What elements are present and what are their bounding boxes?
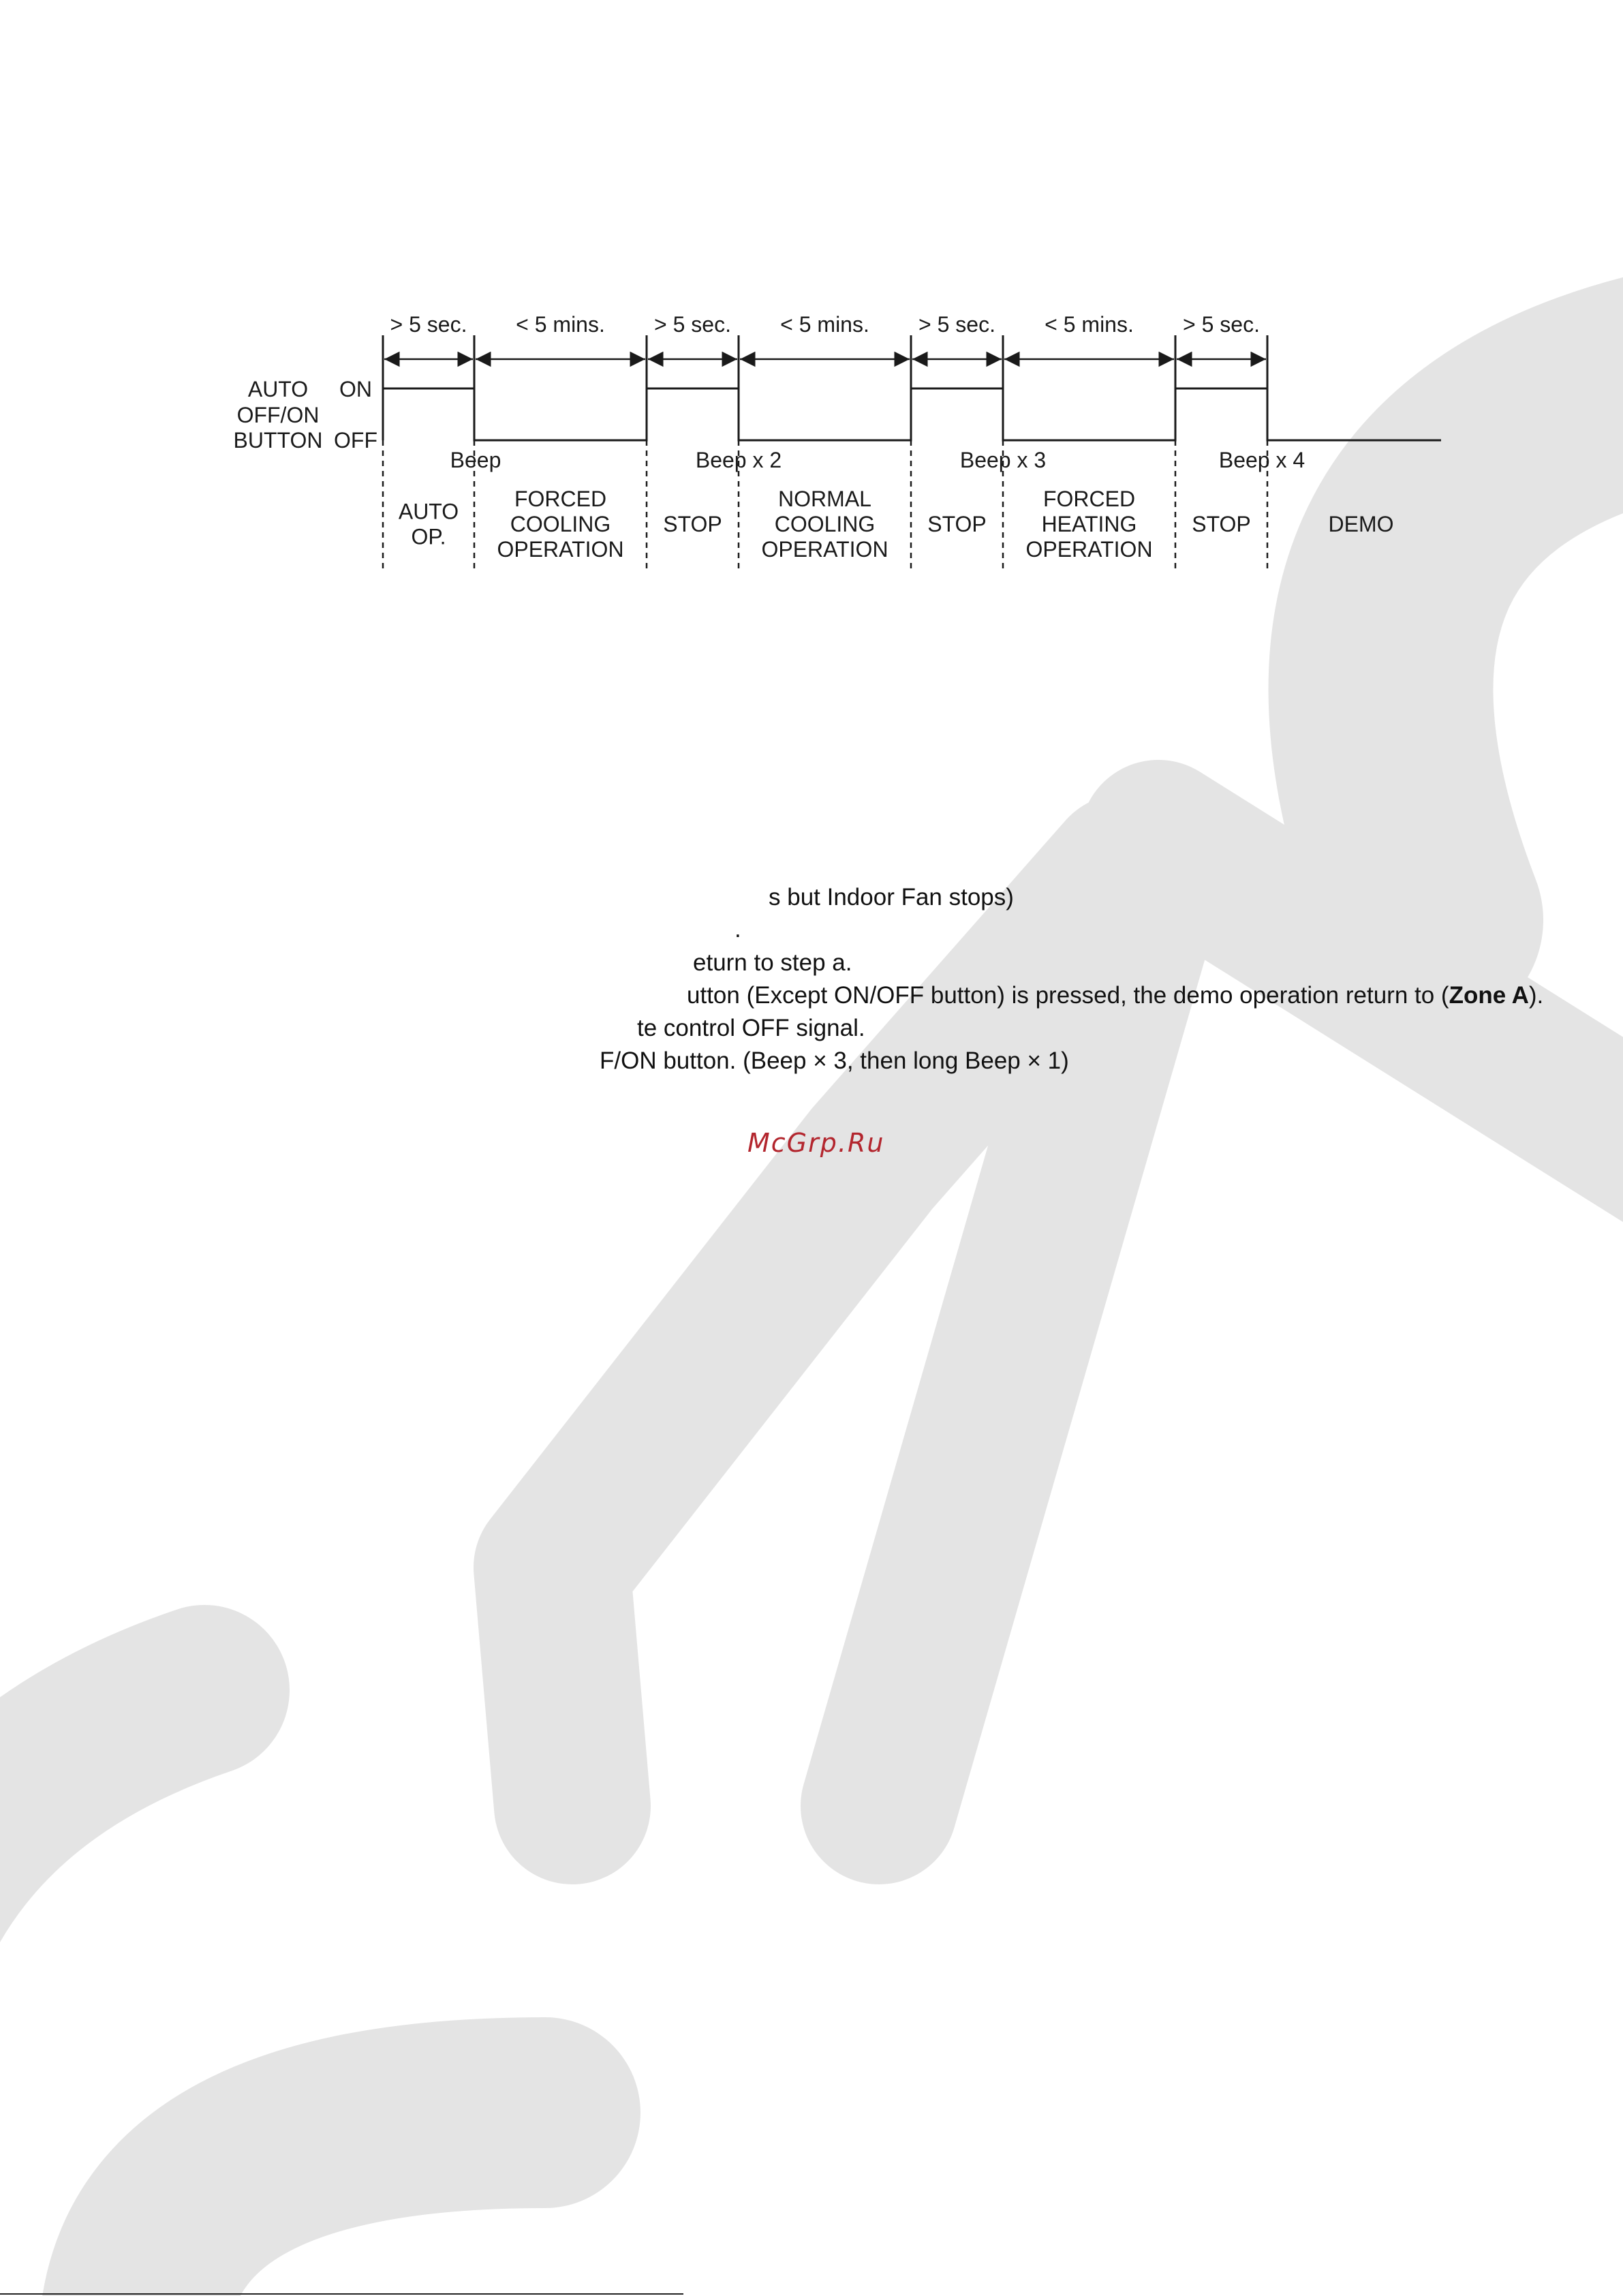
interval-label-0: > 5 sec. xyxy=(390,312,467,337)
interval-label-2: > 5 sec. xyxy=(654,312,731,337)
signal-label-line-1: AUTO xyxy=(248,377,308,401)
zone-label-3-line-0: NORMAL xyxy=(778,487,871,511)
zone-label-7-line-0: DEMO xyxy=(1329,512,1394,536)
interval-label-5: < 5 mins. xyxy=(1045,312,1134,337)
watermark-arc-outer xyxy=(0,1605,290,1943)
level-off-label: OFF xyxy=(334,428,377,453)
interval-label-4: > 5 sec. xyxy=(918,312,995,337)
zone-label-1-line-2: OPERATION xyxy=(497,537,623,562)
beep-label-2: Beep x 3 xyxy=(960,448,1046,472)
zone-label-0-line-0: AUTO xyxy=(399,500,459,524)
signal-label-line-2: OFF/ON xyxy=(237,403,320,427)
interval-label-3: < 5 mins. xyxy=(780,312,869,337)
zone-label-4-line-0: STOP xyxy=(927,512,987,536)
watermark-arc-inner xyxy=(42,2017,640,2296)
site-label: McGrp.Ru xyxy=(747,1128,885,1158)
zone-label-0-line-1: OP. xyxy=(412,525,446,549)
signal-label-line-3: BUTTON xyxy=(234,428,323,453)
zone-label-1-line-0: FORCED xyxy=(514,487,606,511)
footer-rule xyxy=(0,2293,683,2295)
zone-label-5-line-0: FORCED xyxy=(1043,487,1135,511)
note-line-1: s but Indoor Fan stops) xyxy=(769,884,1014,910)
zone-label-6-line-0: STOP xyxy=(1192,512,1251,536)
beep-label-3: Beep x 4 xyxy=(1219,448,1305,472)
interval-label-1: < 5 mins. xyxy=(516,312,605,337)
beep-label-1: Beep x 2 xyxy=(696,448,782,472)
zone-label-2-line-0: STOP xyxy=(663,512,722,536)
interval-label-6: > 5 sec. xyxy=(1183,312,1260,337)
note-line-4-end: ). xyxy=(1528,982,1544,1009)
note-line-5: te control OFF signal. xyxy=(637,1015,865,1041)
note-line-4-text: utton (Except ON/OFF button) is pressed,… xyxy=(687,982,1449,1009)
zone-label-1-line-1: COOLING xyxy=(510,512,611,536)
beep-label-0: Beep xyxy=(450,448,501,472)
watermark-letter-m xyxy=(801,760,1623,1884)
waveform-line xyxy=(382,387,1441,442)
note-line-3: eturn to step a. xyxy=(693,949,852,976)
watermark-letter-l xyxy=(474,794,1203,1884)
zone-a-label: Zone A xyxy=(1449,982,1529,1009)
note-line-2: . xyxy=(735,916,741,943)
zone-label-5-line-1: HEATING xyxy=(1042,512,1137,536)
zone-label-3-line-2: OPERATION xyxy=(761,537,888,562)
note-line-4: utton (Except ON/OFF button) is pressed,… xyxy=(687,982,1543,1009)
zone-label-3-line-1: COOLING xyxy=(775,512,876,536)
level-on-label: ON xyxy=(339,377,372,401)
watermark-arc-right xyxy=(1268,277,1623,1032)
note-line-6: F/ON button. (Beep × 3, then long Beep ×… xyxy=(600,1047,1069,1074)
zone-label-5-line-2: OPERATION xyxy=(1025,537,1152,562)
timing-diagram: > 5 sec. < 5 mins. > 5 sec. < 5 mins. > 5 se… xyxy=(234,312,1441,571)
